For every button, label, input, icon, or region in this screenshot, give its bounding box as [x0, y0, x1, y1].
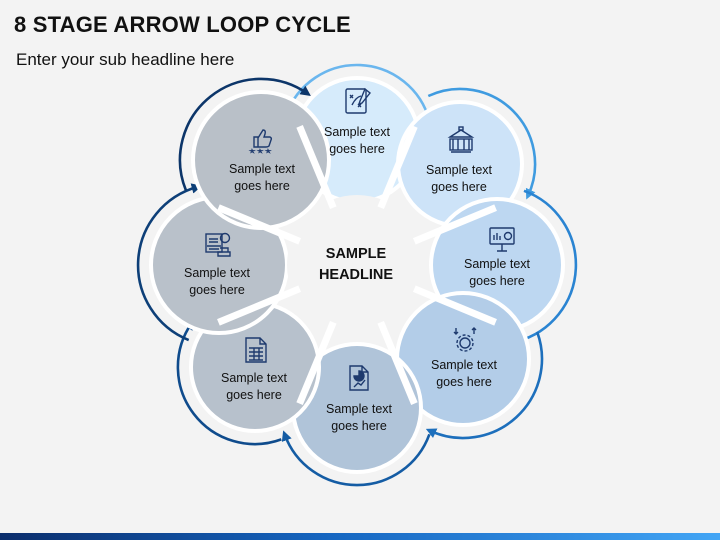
stage-divider [296, 320, 337, 405]
stage-1: Sample text goes here [324, 87, 391, 156]
stage-6-arrow-ring [176, 319, 282, 446]
spreadsheet-icon [245, 337, 267, 363]
center-headline: SAMPLE HEADLINE [319, 246, 393, 283]
stage-3-text-line2: goes here [469, 274, 525, 288]
stage-4-text-line1: Sample text [431, 358, 498, 372]
stage-7-arrow-ring [136, 183, 203, 342]
stage-8-text-line1: Sample text [229, 162, 296, 176]
stage-1-text-line2: goes here [329, 142, 385, 156]
stage-5-text-line1: Sample text [326, 402, 393, 416]
stage-8: Sample text goes here [229, 129, 296, 193]
stage-4-arrow-ring [425, 331, 544, 440]
stage-8-arrow-ring [178, 77, 311, 191]
stage-2-text-line1: Sample text [426, 163, 493, 177]
outer-arrow-rings [136, 63, 578, 487]
stage-7-text-line2: goes here [189, 283, 245, 297]
stage-8-circle [191, 90, 331, 230]
stage-divider [217, 204, 302, 245]
center-headline-line1: SAMPLE [326, 246, 387, 262]
page-subtitle: Enter your sub headline here [16, 50, 235, 69]
stage-5-arrow-ring [281, 430, 431, 487]
finance-report-icon [205, 232, 231, 257]
stage-4-text-line2: goes here [436, 375, 492, 389]
stage-6-text-line2: goes here [226, 388, 282, 402]
stage-divider [412, 204, 497, 245]
stage-circles [149, 76, 565, 474]
stage-4: Sample text goes here [431, 327, 498, 389]
document-chart-icon [349, 365, 369, 391]
page-title: 8 STAGE ARROW LOOP CYCLE [14, 12, 351, 37]
stage-2-text-line2: goes here [431, 180, 487, 194]
strategy-board-icon [345, 87, 371, 114]
stage-divider [296, 125, 337, 210]
gear-process-icon [453, 327, 477, 352]
center-headline-line2: HEADLINE [319, 267, 393, 283]
stage-7-text-line1: Sample text [184, 266, 251, 280]
presentation-chart-icon [489, 227, 515, 252]
center-hub [287, 195, 427, 335]
stage-7: Sample text goes here [184, 232, 251, 297]
stage-5: Sample text goes here [326, 365, 393, 433]
rating-thumbs-up-icon [248, 129, 273, 154]
stage-divider [377, 125, 418, 210]
bank-building-icon [447, 126, 475, 153]
stage-8-text-line2: goes here [234, 179, 290, 193]
stage-2: Sample text goes here [426, 126, 493, 194]
stage-6-text-line1: Sample text [221, 371, 288, 385]
stage-5-text-line2: goes here [331, 419, 387, 433]
stage-divider [377, 320, 418, 405]
stage-1-text-line1: Sample text [324, 125, 391, 139]
stage-3-arrow-ring [513, 189, 578, 345]
footer-accent-bar [0, 533, 720, 540]
stage-6: Sample text goes here [221, 337, 288, 402]
stage-divider [217, 285, 302, 326]
stage-divider [412, 285, 497, 326]
stage-3: Sample text goes here [464, 227, 531, 288]
stage-2-arrow-ring [427, 87, 537, 200]
stage-3-text-line1: Sample text [464, 257, 531, 271]
